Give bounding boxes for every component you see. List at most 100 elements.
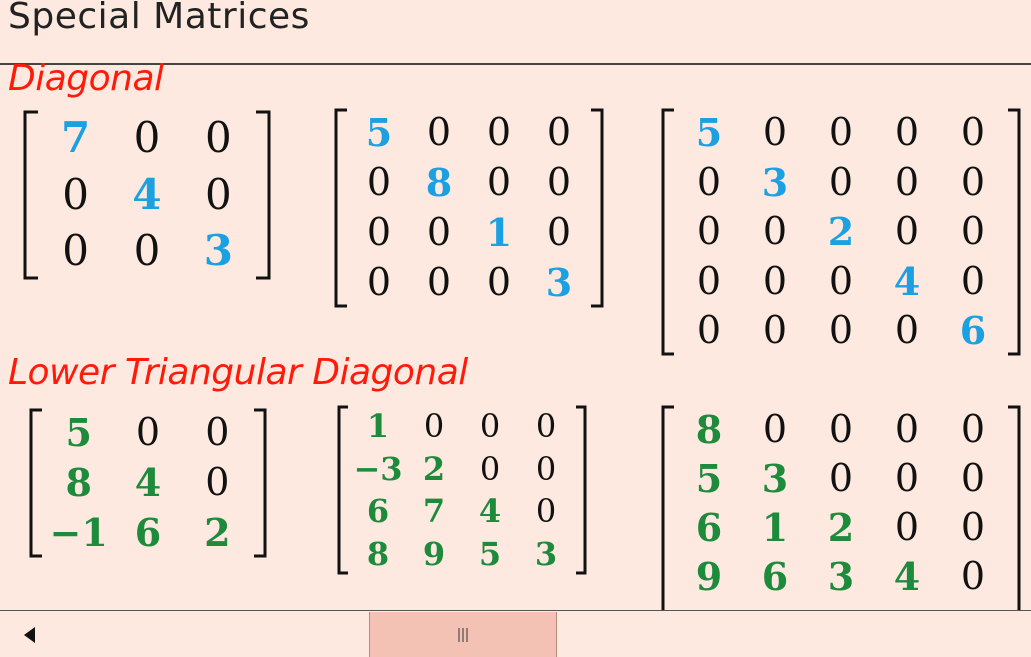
matrix-cell: 0: [696, 209, 722, 254]
matrix-cell: 0: [762, 258, 788, 303]
left-bracket: [661, 108, 674, 356]
matrix-cell: 0: [762, 406, 788, 451]
matrix-cell: 8: [425, 160, 453, 206]
matrix-cell: 8: [695, 406, 723, 452]
matrix-cell: 0: [426, 110, 452, 155]
right-bracket: [254, 408, 267, 558]
matrix-cell: 0: [204, 169, 232, 219]
matrix-cell: 9: [422, 534, 446, 573]
matrix-cell: 0: [894, 110, 920, 154]
matrix-cell: 0: [894, 159, 920, 204]
matrix-cell: 0: [960, 406, 986, 451]
matrix-cell: 0: [828, 406, 854, 451]
matrix-cell: 0: [486, 110, 512, 155]
matrix-cell: 4: [134, 460, 162, 506]
matrix-cell: 5: [478, 534, 502, 573]
matrix-cell: 1: [761, 504, 789, 550]
matrix-cell: 0: [205, 410, 230, 455]
matrix-cell: 6: [366, 492, 390, 531]
matrix-cell: 4: [478, 492, 502, 531]
matrix-cell: 0: [696, 258, 722, 303]
matrix-cell: 0: [135, 410, 161, 455]
matrix-cell: 0: [479, 449, 501, 488]
matrix-cell: −1: [49, 510, 108, 556]
matrix-cell: 0: [546, 160, 572, 205]
matrix-cell: 6: [695, 504, 723, 550]
left-bracket: [29, 408, 42, 558]
matrix-cell: 0: [133, 113, 161, 163]
matrix-cell: 0: [204, 113, 232, 163]
matrix-cell: 0: [535, 407, 557, 446]
matrix-cell: 5: [365, 110, 393, 156]
matrix-cell: 0: [828, 159, 854, 204]
matrix-cell: 0: [62, 226, 90, 276]
matrix-cell: 0: [546, 210, 572, 255]
grip-icon: [458, 627, 468, 642]
matrix-cell: 0: [535, 492, 557, 531]
matrix-cell: 0: [960, 209, 986, 254]
lower-triangular-heading: Lower Triangular Diagonal: [8, 352, 468, 393]
scroll-thumb[interactable]: [369, 612, 557, 657]
left-bracket: [334, 108, 347, 308]
matrix-cell: 0: [894, 504, 920, 549]
matrix-cell: 0: [535, 449, 557, 488]
matrix-cell: 0: [205, 460, 230, 505]
matrix-cell: 0: [479, 407, 501, 446]
horizontal-scrollbar[interactable]: [0, 610, 1031, 657]
matrix-cell: 1: [485, 210, 513, 256]
matrix-cell: 8: [65, 460, 92, 506]
matrix-cell: −3: [353, 449, 403, 488]
matrix-cell: 3: [761, 455, 789, 501]
matrix-cell: 0: [426, 260, 452, 305]
matrix-cell: 0: [696, 159, 722, 204]
right-bracket: [576, 405, 587, 575]
matrix-cell: 5: [695, 110, 723, 155]
matrix-cell: 0: [960, 455, 986, 500]
matrix-cell: 5: [65, 410, 92, 456]
matrix-cell: 0: [894, 406, 920, 451]
matrix-cell: 4: [132, 169, 162, 219]
right-bracket: [591, 108, 604, 308]
matrix-cell: 0: [762, 308, 788, 353]
matrix-cell: 3: [203, 226, 233, 276]
matrix-cell: 2: [827, 504, 855, 550]
matrix-cell: 0: [62, 169, 90, 219]
matrix-cell: 0: [828, 258, 854, 303]
matrix-cell: 0: [366, 210, 392, 255]
matrix-cell: 2: [204, 510, 231, 556]
matrix-cell: 4: [893, 553, 921, 599]
matrix-cell: 0: [762, 209, 788, 254]
matrix-cell: 0: [894, 455, 920, 500]
matrix-cell: 0: [423, 407, 445, 446]
matrix-cell: 0: [133, 226, 161, 276]
matrix-cell: 0: [366, 160, 392, 205]
matrix-cell: 5: [695, 455, 723, 501]
matrix-cell: 0: [960, 110, 986, 154]
matrix-cell: 0: [546, 110, 572, 155]
title-rule: [0, 63, 1031, 65]
matrix-cell: 0: [894, 308, 920, 353]
matrix-cell: 8: [366, 534, 390, 573]
matrix-cell: 0: [960, 258, 986, 303]
right-bracket: [1008, 108, 1021, 356]
matrix-cell: 0: [960, 553, 986, 598]
matrix-cell: 2: [422, 449, 446, 488]
matrix-cell: 3: [761, 159, 789, 205]
matrix-cell: 3: [827, 553, 855, 599]
matrix-cell: 0: [486, 160, 512, 205]
matrix-cell: 0: [366, 260, 392, 305]
matrix-cell: 6: [134, 510, 162, 556]
matrix-cell: 0: [828, 455, 854, 500]
matrix-cell: 3: [534, 534, 558, 573]
matrix-cell: 0: [486, 260, 512, 305]
left-arrow-icon[interactable]: [24, 627, 35, 643]
matrix-cell: 4: [893, 258, 921, 304]
right-bracket: [256, 110, 271, 280]
matrix-cell: 1: [366, 407, 390, 446]
matrix-cell: 0: [696, 308, 722, 353]
